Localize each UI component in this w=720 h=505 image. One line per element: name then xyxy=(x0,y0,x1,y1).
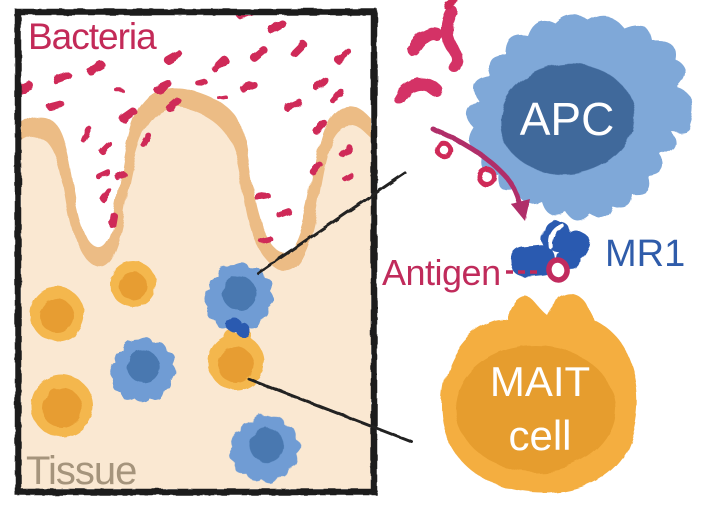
antigen-ring xyxy=(435,141,453,159)
mait-inner xyxy=(456,346,616,472)
bacteria-near-apc xyxy=(393,0,463,105)
mait-label-line2: cell xyxy=(508,412,571,459)
blue-cell-interacting xyxy=(204,262,274,331)
bound-antigen-ring xyxy=(546,257,570,283)
interaction-detail: APC MR1 Antigen xyxy=(382,0,694,493)
zoom-connector-lines xyxy=(247,171,414,444)
bacteria-rod xyxy=(114,88,124,92)
mait-cell: MAIT cell xyxy=(441,294,638,493)
apc-label: APC xyxy=(520,93,615,145)
tissue-panel: Bacteria Tissue xyxy=(14,8,378,496)
mr1-label: MR1 xyxy=(605,233,685,275)
zoom-line-lower xyxy=(247,377,414,444)
antigen-label: Antigen xyxy=(382,252,501,293)
bacteria-label: Bacteria xyxy=(28,16,157,57)
blue-cell xyxy=(220,404,310,489)
bacterium-fragment xyxy=(444,0,458,10)
orange-cell xyxy=(30,287,84,341)
bacterium-curved xyxy=(441,6,463,72)
tissue-box-border xyxy=(14,8,378,496)
mait-label-line1: MAIT xyxy=(490,358,590,405)
antigen-ring xyxy=(477,167,497,187)
uptake-arrow-head xyxy=(511,199,530,221)
mr1-molecule-small xyxy=(226,317,250,337)
antigen-particles xyxy=(435,141,497,187)
bacterium-curved xyxy=(407,27,443,57)
tissue-label: Tissue xyxy=(26,449,136,493)
mr1-groove xyxy=(548,223,565,250)
apc-nucleus xyxy=(500,63,634,175)
apc-cell: APC xyxy=(466,15,694,221)
blue-cell xyxy=(110,337,176,403)
zoom-line-upper xyxy=(256,171,407,275)
mr1-molecule xyxy=(510,220,590,277)
bacterium-curved xyxy=(393,77,443,105)
orange-cell xyxy=(31,375,93,437)
orange-cell xyxy=(110,261,156,307)
uptake-arrow xyxy=(430,126,530,221)
uptake-arrow-shaft xyxy=(430,126,522,205)
